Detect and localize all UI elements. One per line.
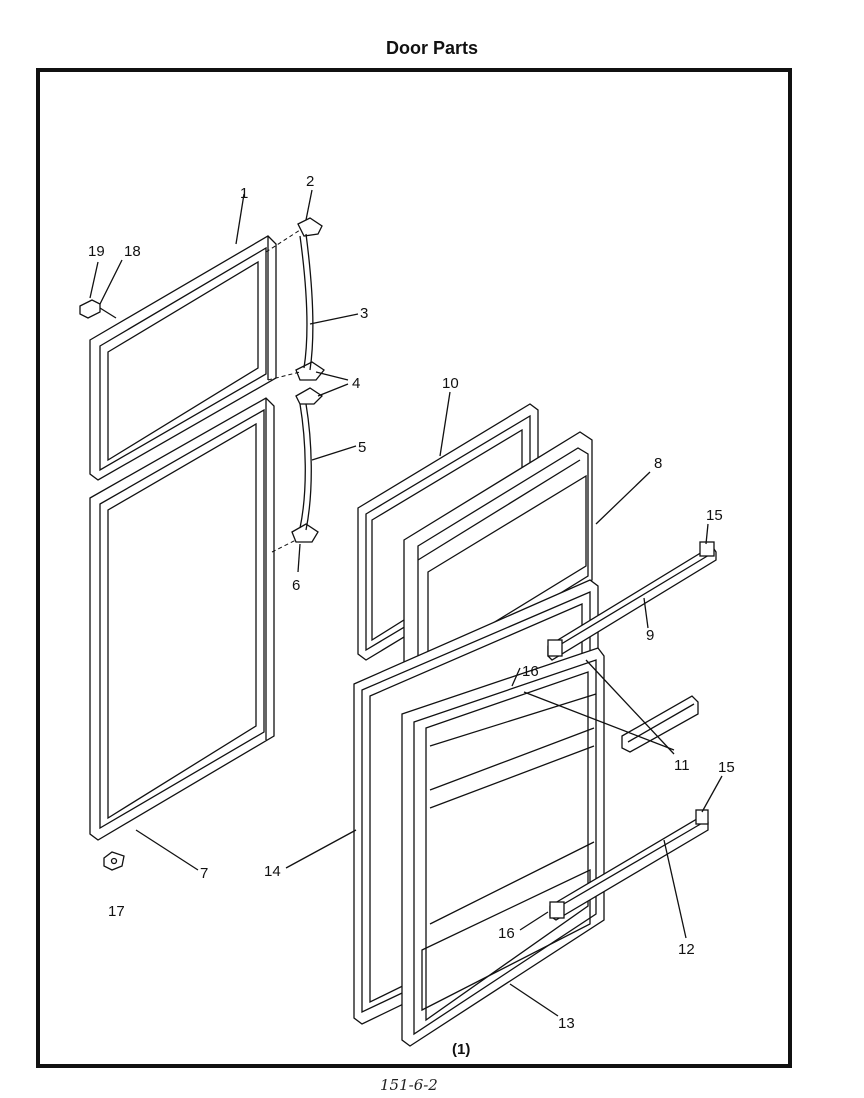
shelf-rail-12	[549, 809, 709, 921]
callout-6: 6	[292, 577, 300, 594]
callout-8: 8	[654, 455, 662, 472]
shelf-bracket-11	[621, 695, 699, 753]
callout-10: 10	[442, 375, 459, 392]
part-17-bracket	[103, 851, 125, 871]
lower-handle	[291, 387, 324, 543]
callout-16-lower: 16	[498, 925, 515, 942]
callout-15-lower: 15	[718, 759, 735, 776]
fresh-food-door-liner-13	[401, 647, 605, 1047]
callout-15-upper: 15	[706, 507, 723, 524]
callout-1: 1	[240, 185, 248, 202]
callout-17: 17	[108, 903, 125, 920]
upper-handle	[295, 217, 325, 381]
page-title: Door Parts	[385, 38, 479, 58]
callout-19: 19	[88, 243, 105, 260]
diagram-border	[36, 68, 792, 1068]
part-18-19-fitting	[79, 299, 117, 319]
callout-16-upper: 16	[522, 663, 539, 680]
callout-5: 5	[358, 439, 366, 456]
callout-3: 3	[360, 305, 368, 322]
figure-number: (1)	[452, 1041, 470, 1058]
callout-14: 14	[264, 863, 281, 880]
callout-9: 9	[646, 627, 654, 644]
callout-4: 4	[352, 375, 360, 392]
callout-13: 13	[558, 1015, 575, 1032]
fresh-food-door-gasket	[89, 397, 275, 841]
callout-11: 11	[674, 757, 690, 774]
footer-code: 151-6-2	[380, 1076, 438, 1094]
freezer-door-liner-8	[403, 431, 593, 689]
leader-lines	[89, 189, 723, 1017]
shelf-rail-9	[547, 541, 717, 661]
callout-18: 18	[124, 243, 141, 260]
callout-7: 7	[200, 865, 208, 882]
callout-12: 12	[678, 941, 695, 958]
callout-2: 2	[306, 173, 314, 190]
